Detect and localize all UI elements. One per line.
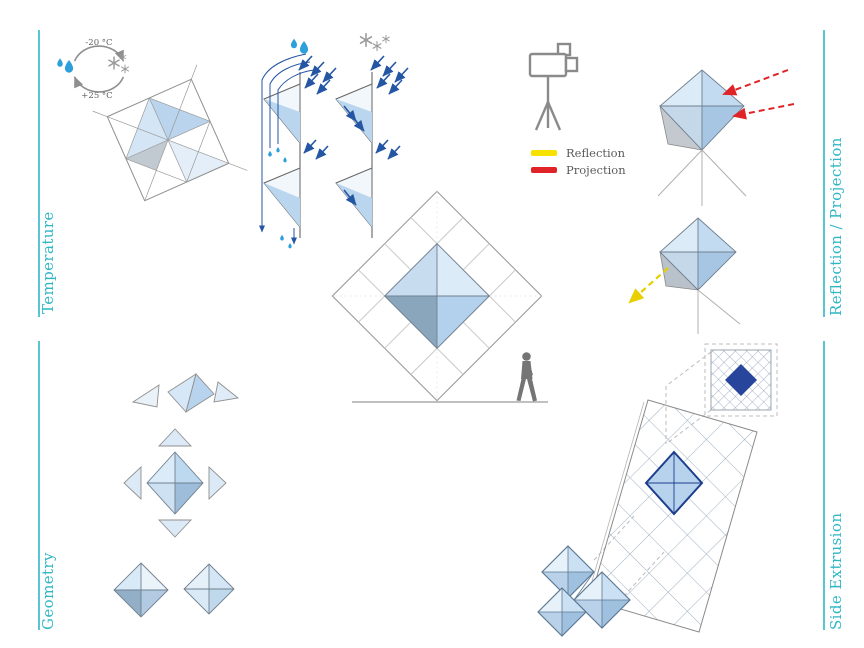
center-pyramid-edges bbox=[384, 243, 490, 349]
geometry-module-pair bbox=[113, 562, 235, 618]
projector-body bbox=[528, 52, 568, 78]
lattice-band bbox=[589, 399, 758, 633]
extruded-pyramid bbox=[573, 571, 631, 629]
band-thickness-line bbox=[585, 401, 645, 603]
extruded-pyramid bbox=[541, 545, 595, 599]
geometry-section-label: Geometry bbox=[39, 552, 57, 630]
geometry-unfolded-module bbox=[123, 428, 227, 538]
cold-temperature-label: -20 °C bbox=[85, 38, 112, 48]
temperature-panel-assembly bbox=[92, 64, 248, 202]
facade-corner-lines bbox=[697, 289, 741, 334]
snowflake-icon bbox=[372, 40, 382, 52]
temperature-cycle-icon: -20 °C +25 °C bbox=[57, 38, 130, 101]
reflection-legend-label: Reflection bbox=[566, 146, 626, 160]
panel-facet bbox=[168, 140, 229, 183]
drip-drop-icon bbox=[280, 234, 284, 241]
rain-panel-diagram bbox=[259, 38, 337, 249]
rain-drop-icon bbox=[57, 58, 63, 67]
collected-water-fill bbox=[264, 183, 300, 227]
sliding-arrow bbox=[343, 189, 357, 206]
construction-ticks bbox=[92, 64, 248, 171]
projection-arrow bbox=[732, 103, 795, 120]
cluster-shared-edges bbox=[573, 571, 595, 613]
drip-drop-icon bbox=[288, 243, 292, 249]
projection-legend-label: Projection bbox=[566, 163, 626, 177]
panel-piece bbox=[131, 384, 160, 408]
person-silhouette bbox=[516, 352, 537, 402]
center-elevation bbox=[331, 190, 548, 403]
warm-temperature-label: +25 °C bbox=[81, 91, 112, 101]
geometry-exploded-pieces bbox=[131, 372, 240, 414]
facade-corner-lines bbox=[657, 149, 747, 206]
cycle-arrow-top-icon bbox=[73, 45, 125, 62]
reflection-pyramid-diagram bbox=[628, 217, 741, 334]
extruded-module-cluster bbox=[537, 545, 631, 637]
pyramid-module bbox=[113, 562, 169, 618]
snowflake-icon bbox=[359, 32, 373, 48]
unfold-petal bbox=[123, 465, 142, 501]
pyramid-edges bbox=[660, 70, 744, 150]
panel-piece bbox=[185, 373, 215, 414]
highlighted-module bbox=[644, 450, 704, 516]
snowflake-icon bbox=[108, 56, 120, 70]
snowflake-icon bbox=[382, 34, 390, 44]
drip-drop-icon bbox=[276, 147, 280, 153]
snow-arrows bbox=[370, 55, 409, 95]
pyramid-module bbox=[183, 563, 235, 615]
rain-arrows bbox=[298, 55, 337, 95]
projection-swatch bbox=[531, 167, 557, 173]
panel-facet bbox=[149, 97, 211, 140]
temperature-section-label: Temperature bbox=[39, 211, 57, 314]
projector-lens bbox=[564, 56, 579, 73]
side-extrusion-diagram bbox=[537, 343, 778, 637]
panel-facet bbox=[125, 97, 168, 159]
snow-arrows-lower bbox=[375, 139, 401, 160]
assembly-diagonals bbox=[107, 79, 229, 201]
tripod-leg bbox=[534, 101, 550, 131]
projector-icon bbox=[528, 42, 579, 131]
rain-drop-icon bbox=[299, 40, 309, 54]
unfold-petal bbox=[157, 428, 193, 447]
tripod-leg bbox=[546, 101, 562, 131]
sliding-arrows bbox=[343, 105, 365, 132]
collected-water-fill bbox=[264, 99, 300, 143]
rain-drop-icon bbox=[290, 38, 298, 49]
facade-lattice bbox=[331, 190, 543, 402]
drip-drop-icon bbox=[283, 157, 287, 163]
detail-panel-frame bbox=[704, 343, 778, 417]
legend: Reflection Projection bbox=[531, 146, 626, 177]
unfold-petal bbox=[157, 519, 193, 538]
projection-pyramid-diagram bbox=[657, 69, 795, 206]
cycle-arrow-bottom-icon bbox=[73, 76, 125, 93]
reflection-projection-section-label: Reflection / Projection bbox=[827, 137, 845, 316]
rain-arrows-lower bbox=[303, 139, 329, 160]
detail-panel-center bbox=[725, 364, 757, 396]
panel-piece bbox=[213, 381, 240, 403]
reflection-arrow bbox=[628, 267, 669, 304]
projection-arrow bbox=[722, 69, 789, 96]
drip-drop-icon bbox=[268, 150, 272, 157]
snow-panel-diagram bbox=[335, 32, 409, 238]
panel-facet-shadow bbox=[125, 140, 168, 171]
detail-panel bbox=[704, 343, 778, 417]
pyramid-edges bbox=[147, 452, 203, 514]
reflection-swatch bbox=[531, 150, 557, 156]
rain-drop-icon bbox=[64, 59, 74, 73]
snowflake-icon bbox=[120, 64, 130, 74]
pyramid-edges bbox=[660, 218, 736, 290]
unfold-petal bbox=[208, 465, 227, 501]
water-streamlines bbox=[259, 53, 315, 233]
assembly-fold-lines bbox=[125, 97, 211, 183]
side-extrusion-section-label: Side Extrusion bbox=[827, 513, 845, 630]
